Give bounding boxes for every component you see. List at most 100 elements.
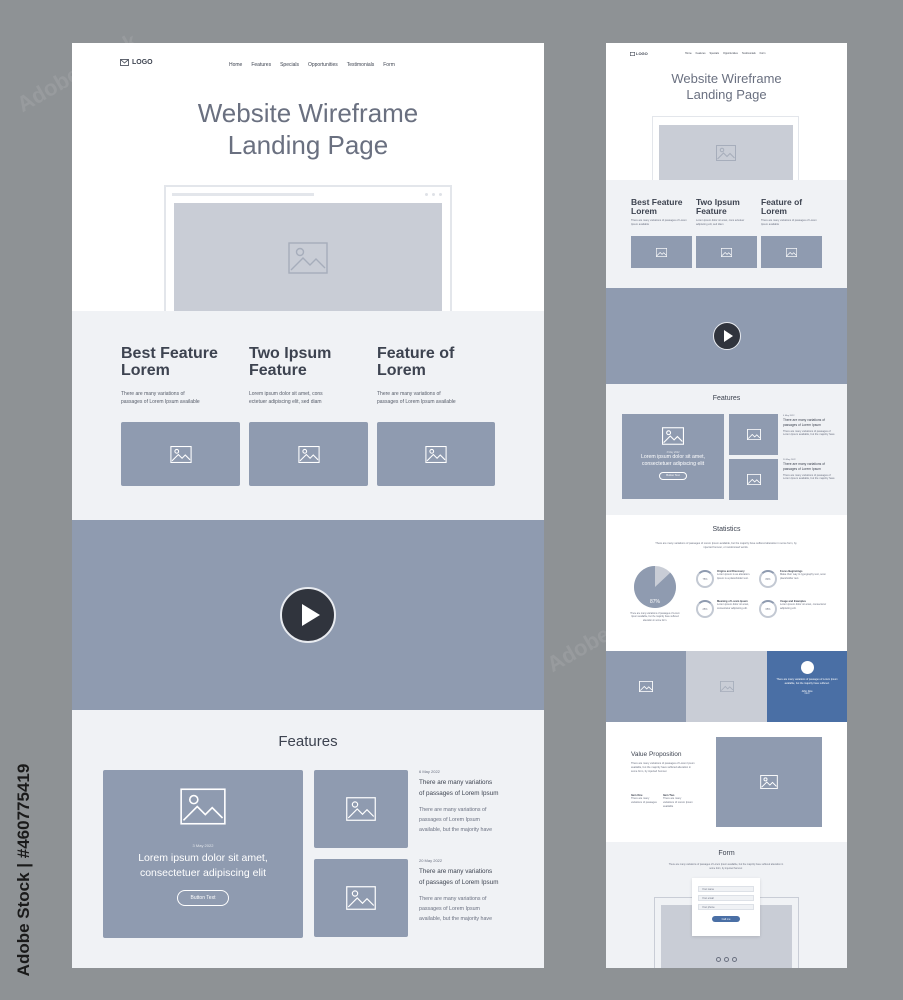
news-1-title-line2[interactable]: of passages of Lorem Ipsum	[419, 789, 499, 797]
play-button[interactable]	[280, 587, 336, 643]
news-1-title[interactable]: There are many variations	[419, 779, 493, 786]
mini-big-card-button[interactable]: Button Text	[659, 471, 687, 480]
mini-nav-form[interactable]: Form	[759, 52, 766, 55]
mini-news-1-title[interactable]: There are many variations of passages of…	[783, 418, 825, 427]
mini-feature-2-title: Two Ipsum	[696, 197, 740, 207]
name-field[interactable]: Your name	[698, 886, 754, 892]
mini-news-2-image	[729, 459, 778, 500]
mini-news-1: 6 May 2022 There are many variations of …	[783, 415, 835, 437]
feature-3-title: Feature of	[377, 345, 455, 362]
value-item-1-text: There are many variations of passages	[631, 797, 657, 804]
stat-2-title: Focus Beginnings	[780, 570, 803, 573]
nav-form[interactable]: Form	[383, 62, 395, 68]
image-icon	[288, 242, 328, 274]
news-1-body-line3: available, but the majority have	[419, 827, 493, 833]
feature-2-text-line2: ectetuer adipiscing elit, sed diam	[249, 398, 322, 405]
feature-1-image	[121, 422, 240, 486]
feature-2-image	[249, 422, 368, 486]
instagram-icon[interactable]	[732, 957, 737, 962]
social-icons	[716, 957, 737, 962]
form-title: Form	[718, 850, 735, 857]
mini-nav: Home Features Specials Opportunities Tes…	[685, 52, 765, 55]
feature-2-title-line2: Feature	[249, 361, 307, 379]
feature-3-text: There are many variations of	[377, 390, 441, 397]
image-icon	[656, 247, 667, 257]
mini-feature-3-title-line2: Lorem	[761, 205, 787, 216]
mini-big-card: 3 May 2022 Lorem ipsum dolor sit amet,co…	[622, 414, 724, 499]
mini-feature-1-text: There are many variations of passages of…	[631, 218, 687, 226]
image-icon	[662, 427, 684, 446]
image-icon	[346, 797, 376, 821]
mini-news-1-body: There are many variations of passages of…	[783, 429, 835, 437]
mini-news-1-date: 6 May 2022	[783, 415, 795, 417]
mini-nav-features[interactable]: Features	[695, 52, 706, 55]
avatar	[800, 661, 814, 674]
mini-hero-section: LOGO Home Features Specials Opportunitie…	[606, 43, 847, 181]
stat-3-title: Meaning of Lorem Ipsum	[717, 600, 748, 603]
mini-logo[interactable]: LOGO	[630, 51, 648, 56]
nav-home[interactable]: Home	[229, 62, 243, 68]
big-card-button[interactable]: Button Text	[176, 889, 230, 906]
mini-news-2-title[interactable]: There are many variations of passages of…	[783, 462, 825, 471]
news-2-title-line2[interactable]: of passages of Lorem Ipsum	[419, 878, 499, 886]
news-2-title[interactable]: There are many variations	[419, 868, 493, 875]
testimonial-name: John Doe	[801, 689, 813, 693]
image-icon	[716, 145, 736, 161]
nav-features[interactable]: Features	[251, 62, 272, 68]
stat-3-ring: 25%	[696, 600, 714, 618]
mini-features-grid: Features 3 May 2022 Lorem ipsum dolor si…	[606, 384, 847, 515]
mini-feature-2-image	[696, 236, 757, 268]
nav-specials[interactable]: Specials	[280, 62, 299, 68]
statistics-title: Statistics	[712, 526, 741, 533]
play-icon	[723, 330, 733, 342]
image-icon	[425, 445, 447, 463]
email-field[interactable]: Your email	[698, 895, 754, 901]
mini-play-button[interactable]	[712, 322, 741, 350]
value-item-2-text: There are many variations of Lorem Ipsum…	[663, 797, 693, 808]
play-icon	[301, 604, 320, 626]
value-proposition-section: Value Proposition There are many variati…	[606, 722, 847, 842]
phone-field[interactable]: Your phone	[698, 904, 754, 910]
image-icon	[346, 886, 376, 910]
big-card-title: Lorem ipsum dolor sit amet,consectetuer …	[138, 851, 268, 879]
form-section: Form There are many variations of passag…	[606, 842, 847, 968]
news-1-image	[314, 770, 408, 848]
stat-4-ring: 65%	[759, 600, 777, 618]
mini-big-card-title: Lorem ipsum dolor sit amet,	[640, 454, 705, 461]
mini-hero-image	[659, 125, 793, 181]
nav-opportunities[interactable]: Opportunities	[307, 62, 338, 68]
call-me-button[interactable]: Call me	[712, 916, 740, 922]
hero-section: LOGO Home Features Specials Opportunitie…	[72, 43, 544, 313]
image-icon	[746, 474, 761, 485]
landing-page-large: LOGO Home Features Specials Opportunitie…	[72, 43, 544, 968]
logo[interactable]: LOGO	[120, 59, 153, 66]
mini-nav-specials[interactable]: Specials	[709, 52, 719, 55]
value-item-1-title: Item One	[631, 794, 643, 797]
stat-4-text: Lorem ipsum dolor sit amet, consectetur …	[780, 603, 827, 610]
mini-nav-testimonials[interactable]: Testimonials	[741, 52, 756, 55]
feature-1-text: There are many variations of	[121, 390, 185, 397]
nav-testimonials[interactable]: Testimonials	[346, 62, 375, 68]
mini-feature-1-title-line2: Lorem	[631, 205, 657, 216]
mini-nav-home[interactable]: Home	[685, 52, 692, 55]
mini-logo-text: LOGO	[636, 51, 648, 56]
mini-feature-3-text: There are many variations of passages of…	[761, 218, 817, 226]
mini-nav-opportunities[interactable]: Opportunities	[723, 52, 738, 55]
image-icon	[760, 775, 778, 789]
facebook-icon[interactable]	[716, 957, 721, 962]
image-icon	[169, 445, 192, 463]
twitter-icon[interactable]	[724, 957, 729, 962]
mini-feature-3-title: Feature of	[761, 197, 803, 207]
big-card-date: 3 May 2022	[192, 843, 214, 849]
stat-1-title: Origins and Discovery	[717, 570, 745, 573]
image-icon	[639, 681, 653, 692]
feature-1-text-line2: passages of Lorem Ipsum available	[121, 398, 200, 405]
image-icon	[719, 681, 734, 692]
mini-hero-title-line1: Website Wireframe	[671, 71, 782, 86]
value-item-1: Item One There are many variations of pa…	[631, 794, 659, 805]
